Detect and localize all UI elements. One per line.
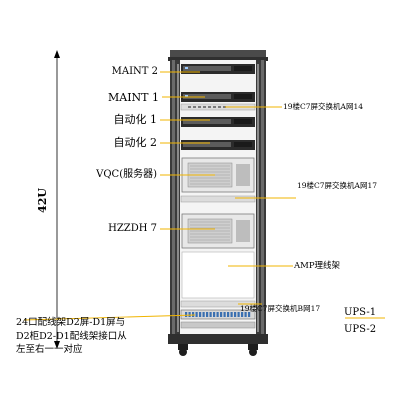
device-amp-cable-manager — [181, 251, 255, 299]
device-automation-2 — [181, 140, 255, 150]
rack-top — [170, 50, 266, 58]
rack-base — [168, 334, 268, 344]
label-automation-1: 自动化 1 — [113, 113, 158, 126]
label-amp-cable-manager: AMP理线架 — [294, 261, 341, 271]
label-ups-2: UPS-2 — [344, 324, 377, 335]
label-automation-2: 自动化 2 — [113, 136, 158, 149]
label-switch-a17: 19楼C7屏交换机A网17 — [297, 181, 378, 190]
label-vqc-server: VQC(服务器) — [96, 169, 157, 180]
label-switch-b17: 19楼C7屏交换机B网17 — [240, 304, 321, 313]
label-maint-1: MAINT 1 — [107, 91, 159, 104]
height-dimension — [54, 50, 60, 349]
label-hzzdh-7: HZZDH 7 — [108, 223, 157, 234]
device-patch-panel — [180, 309, 256, 320]
device-maint-1 — [181, 92, 255, 102]
label-maint-2: MAINT 2 — [111, 66, 158, 77]
label-ups-1: UPS-1 — [344, 307, 377, 318]
patch-panel-note-line-1: 24口配线架D2屏-D1屏与 — [16, 317, 126, 328]
rack-height-label: 42U — [35, 188, 49, 213]
leader-lines — [23, 71, 385, 321]
rack-wheels — [178, 344, 258, 356]
patch-panel-note-line-2: D2柜D2-D1配线架接口从 — [16, 330, 127, 342]
label-switch-a14: 19楼C7屏交换机A网14 — [283, 102, 364, 111]
patch-panel-note-line-3: 左至右一一对应 — [16, 344, 83, 355]
patch-panel-note: 24口配线架D2屏-D1屏与 D2柜D2-D1配线架接口从 左至右一一对应 — [16, 316, 127, 357]
device-automation-1 — [181, 117, 255, 127]
device-switch-a17 — [180, 195, 256, 203]
device-hzzdh-7 — [181, 213, 255, 249]
device-maint-2 — [181, 64, 255, 74]
